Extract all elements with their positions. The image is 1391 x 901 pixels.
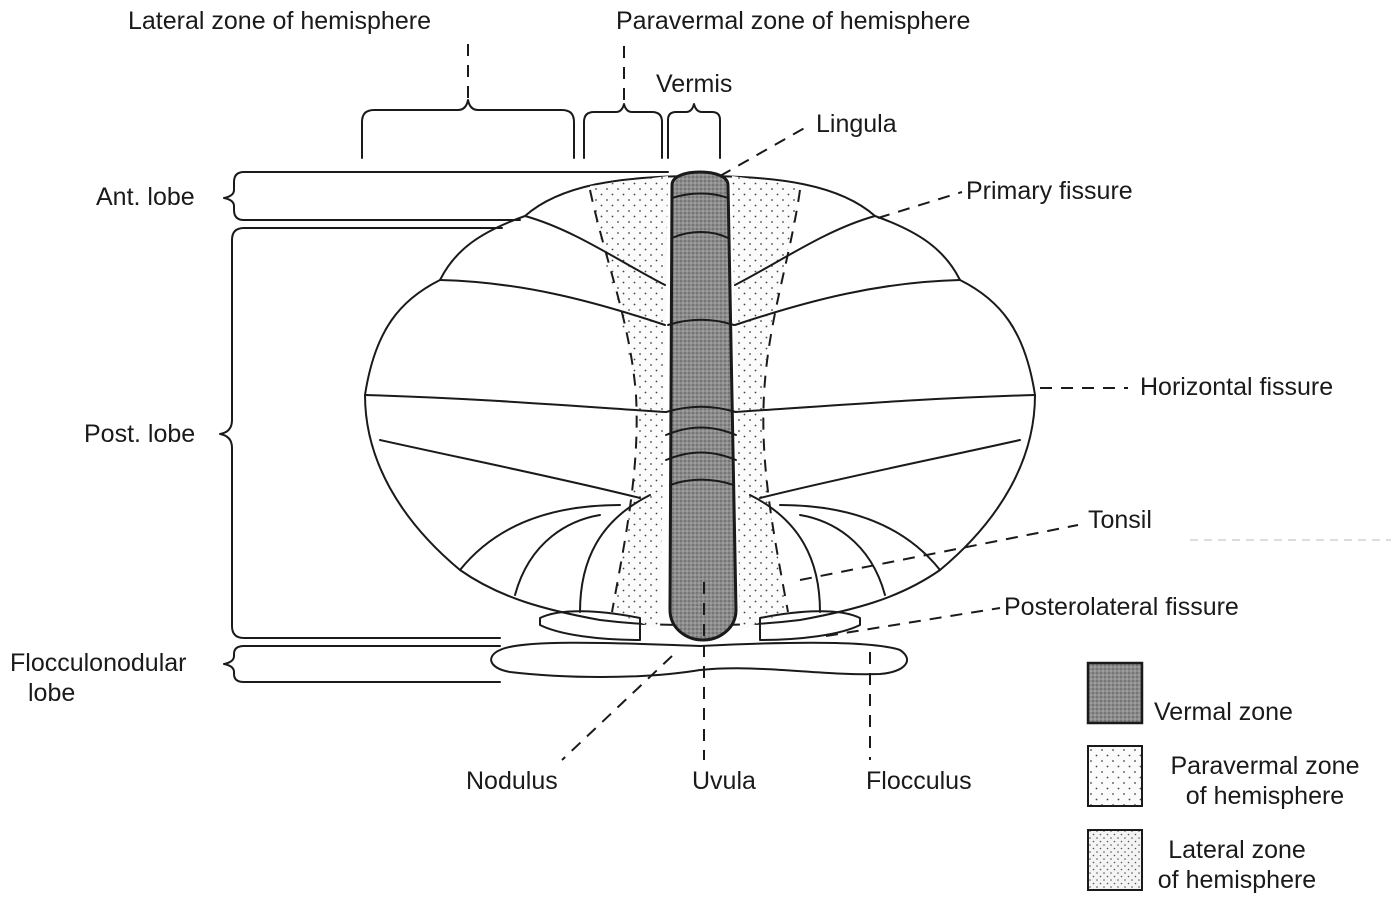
legend-swatch-lateral <box>1087 829 1143 891</box>
label-flocculonodular-line1: Flocculonodular <box>10 649 187 677</box>
label-paravermal-zone: Paravermal zone of hemisphere <box>616 7 971 35</box>
flocculonodular-shape <box>490 641 908 678</box>
label-ant-lobe: Ant. lobe <box>96 183 195 211</box>
legend-label-vermal: Vermal zone <box>1154 698 1293 726</box>
legend-label-paravermal-line1: Paravermal zone <box>1170 752 1360 780</box>
paravermal-zone-right <box>732 176 800 630</box>
label-posterolateral-fissure: Posterolateral fissure <box>1004 593 1239 621</box>
top-braces <box>361 42 721 159</box>
legend-label-paravermal: Paravermal zone of hemisphere <box>1154 751 1376 811</box>
label-flocculus: Flocculus <box>866 767 972 795</box>
label-primary-fissure: Primary fissure <box>966 177 1133 205</box>
legend-swatches <box>1086 661 1144 891</box>
legend-label-lateral: Lateral zone of hemisphere <box>1154 835 1320 895</box>
legend-label-lateral-line2: of hemisphere <box>1157 866 1317 894</box>
left-braces <box>219 171 669 683</box>
label-tonsil: Tonsil <box>1088 506 1152 534</box>
paravermal-zone-left <box>590 176 668 630</box>
label-horizontal-fissure: Horizontal fissure <box>1140 373 1334 401</box>
legend-label-paravermal-line2: of hemisphere <box>1185 782 1345 810</box>
label-nodulus: Nodulus <box>466 767 558 795</box>
legend-label-lateral-line1: Lateral zone <box>1168 836 1306 864</box>
legend-swatch-paravermal <box>1087 745 1143 807</box>
cerebellum-body <box>364 170 1036 642</box>
label-lateral-zone: Lateral zone of hemisphere <box>128 7 431 35</box>
legend-swatch-vermal <box>1086 661 1144 725</box>
label-flocculonodular-line2: lobe <box>28 679 76 707</box>
label-uvula: Uvula <box>692 767 756 795</box>
label-vermis: Vermis <box>656 70 733 98</box>
leader-lines <box>561 125 1391 761</box>
label-post-lobe: Post. lobe <box>84 420 196 448</box>
label-lingula: Lingula <box>816 110 897 138</box>
